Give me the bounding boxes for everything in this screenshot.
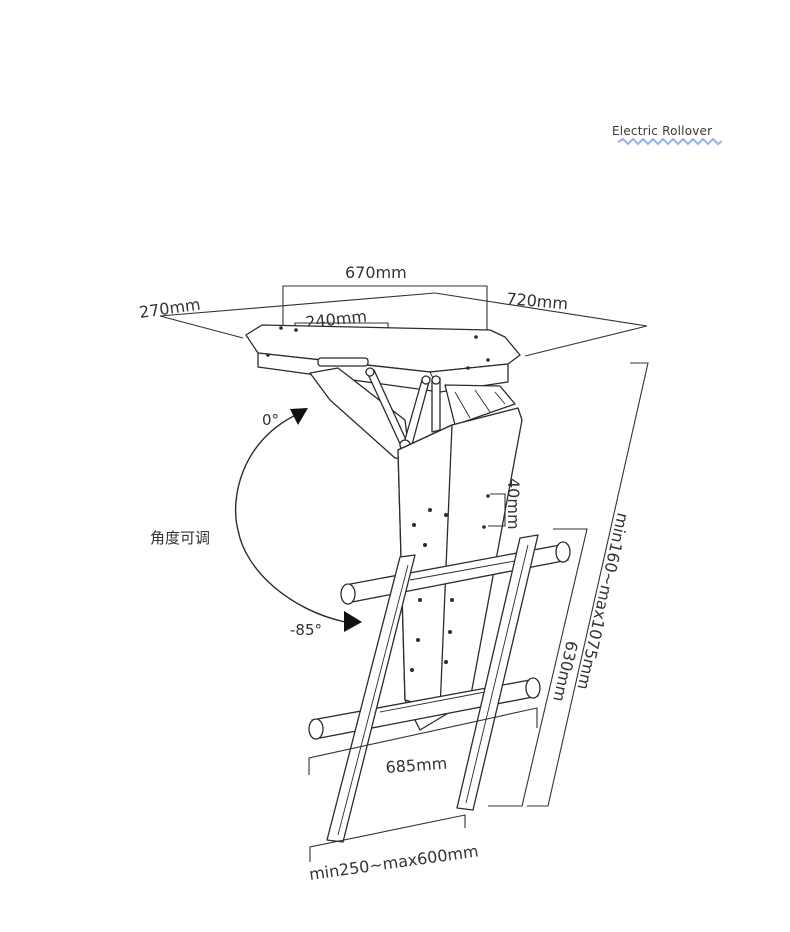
angle-top-label: 0°: [262, 411, 279, 429]
dim-height-range: min160~max1075mm: [573, 511, 632, 692]
brand-text: Electric Rollover: [612, 124, 713, 138]
angle-arc: [235, 412, 346, 623]
ceiling-plate: [245, 324, 521, 393]
dim-length: 720mm: [506, 289, 569, 313]
arrow-head-down-icon: [344, 611, 362, 632]
vesa-rail-right: [456, 534, 539, 811]
vesa-rail-left: [326, 554, 416, 843]
dim-top-width: 670mm: [345, 263, 407, 282]
arrow-head-up-icon: [290, 408, 308, 425]
angle-adjustable-label: 角度可调: [150, 529, 210, 547]
dim-depth: 270mm: [138, 295, 202, 322]
brand-logo: Electric Rollover: [612, 124, 724, 146]
brand-wave-decoration: [618, 138, 722, 146]
dim-vesa-range: min250~max600mm: [308, 841, 480, 884]
dim-hole-spacing: 40mm: [504, 478, 523, 530]
angle-bottom-label: -85°: [290, 621, 322, 639]
dim-vesa-width: 685mm: [385, 754, 448, 777]
hinge-arm: [309, 367, 516, 461]
